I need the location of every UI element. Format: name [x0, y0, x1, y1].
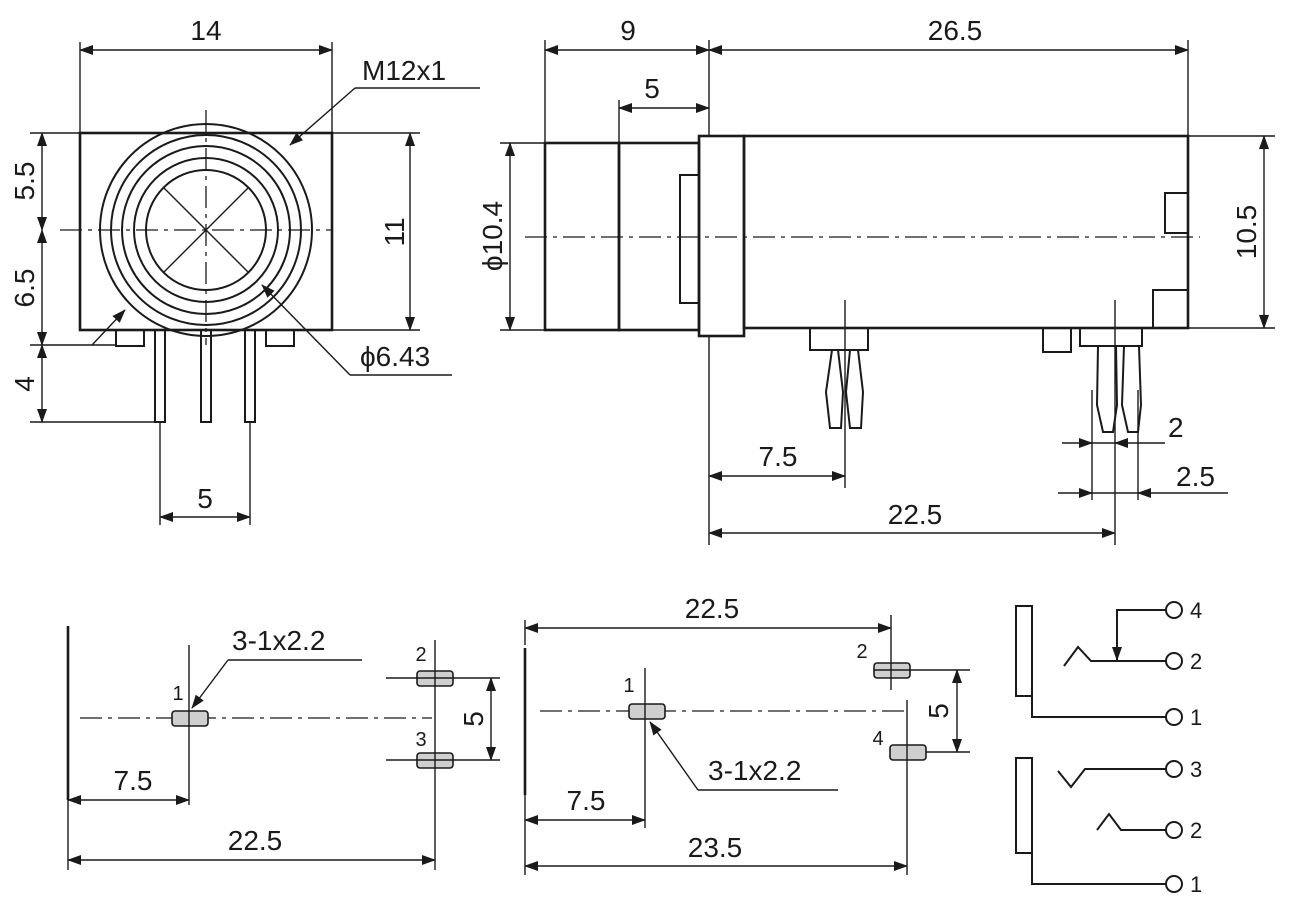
pcb-layout-a: 1 2 3 3-1x2.2 5 7.5 22.5	[66, 625, 500, 870]
front-pin-center	[200, 329, 212, 423]
layout-b-top-span-22-5: 22.5	[685, 593, 740, 624]
dim-pin-pitch-2-5: 2.5	[1176, 461, 1215, 492]
dim-rear-pin-22-5: 22.5	[888, 499, 943, 530]
upper-tip-contact	[1063, 645, 1166, 667]
upper-terminal-2-circle	[1165, 652, 1183, 670]
bore-ring	[145, 169, 267, 291]
dim-pin-length-4: 4	[9, 376, 40, 392]
side-bottom-tab	[1152, 289, 1189, 329]
thread-ring-3	[121, 145, 291, 315]
bore-leader	[261, 284, 351, 376]
dim-body-length-26-5: 26.5	[928, 15, 983, 46]
thread-label: M12x1	[362, 55, 446, 86]
upper-terminal-1-circle	[1165, 708, 1183, 726]
layout-a-hole-spec: 3-1x2.2	[232, 625, 325, 656]
side-view: 9 5 26.5 ϕ10.4 10.5 7.5 22.5 2 2.5	[477, 15, 1275, 545]
layout-b-total-23-5: 23.5	[688, 832, 743, 863]
dim-front-length-9: 9	[620, 15, 636, 46]
dim-pin-width-2: 2	[1168, 412, 1184, 443]
side-front-pin	[809, 300, 869, 488]
layout-a-total-22-5: 22.5	[228, 825, 283, 856]
dim-body-height-10-5: 10.5	[1231, 205, 1262, 260]
upper-terminal-2: 2	[1190, 649, 1202, 674]
front-pin-left	[154, 329, 166, 423]
layout-b-pad-1	[628, 703, 666, 720]
side-foot-1	[1042, 327, 1072, 353]
lower-ring-contact	[1096, 812, 1166, 831]
layout-b-offset-7-5: 7.5	[567, 785, 606, 816]
upper-terminal-4: 4	[1190, 598, 1202, 623]
schematic-lower: 3 2 1	[1015, 757, 1202, 897]
bore-diagonal-2	[163, 187, 249, 273]
upper-sleeve-symbol	[1015, 605, 1033, 697]
dim-front-pin-7-5: 7.5	[759, 441, 798, 472]
schematic-upper: 4 2 1	[1015, 598, 1202, 730]
layout-b-gap-5: 5	[923, 703, 954, 719]
thread-leader	[289, 87, 356, 146]
upper-terminal-4-circle	[1165, 601, 1183, 619]
layout-a-pin-label-2: 2	[415, 644, 426, 666]
dim-collar-5: 5	[644, 73, 660, 104]
dim-upper-5-5: 5.5	[9, 162, 40, 201]
layout-a-pad-1	[171, 710, 209, 727]
layout-a-hole-leader	[191, 659, 229, 709]
lower-terminal-3-circle	[1165, 760, 1183, 778]
layout-a-pin-label-3: 3	[415, 729, 426, 751]
layout-b-pin-label-4: 4	[872, 728, 883, 750]
thread-ring-4	[133, 157, 279, 303]
side-flange	[697, 134, 746, 338]
side-nut	[679, 174, 700, 304]
layout-b-hole-leader	[649, 721, 699, 791]
lower-terminal-1-circle	[1165, 875, 1183, 893]
front-view: 14 M12x1 5.5 6.5 4 11 ϕ6.43 5	[9, 15, 480, 525]
side-top-tab	[1164, 192, 1189, 234]
thread-outer-ring	[99, 123, 313, 337]
front-right-foot	[265, 329, 295, 347]
lower-terminal-2: 2	[1190, 818, 1202, 843]
dim-nose-diameter: ϕ10.4	[477, 201, 508, 271]
front-left-foot	[115, 329, 145, 347]
lower-terminal-2-circle	[1165, 821, 1183, 839]
pcb-layout-b: 1 2 4 22.5 5 3-1x2.2 7.5 23.5	[523, 593, 970, 875]
dim-lower-6-5: 6.5	[9, 269, 40, 308]
lower-tip-contact	[1057, 768, 1166, 789]
lower-terminal-3: 3	[1190, 757, 1202, 782]
dim-width-14: 14	[190, 15, 221, 46]
lower-terminal-1: 1	[1190, 872, 1202, 897]
upper-terminal-1: 1	[1190, 705, 1202, 730]
bore-diameter-label: ϕ6.43	[360, 341, 430, 372]
thread-ring-2	[110, 134, 302, 326]
layout-b-hole-spec: 3-1x2.2	[708, 755, 801, 786]
layout-a-gap-5: 5	[458, 711, 489, 727]
layout-b-pad-4	[889, 744, 927, 761]
dim-height-11: 11	[379, 217, 410, 246]
dim-pin-spacing-5: 5	[197, 483, 213, 514]
lower-sleeve-symbol	[1015, 757, 1033, 854]
side-rear-pins	[1079, 300, 1143, 545]
layout-a-offset-7-5: 7.5	[114, 765, 153, 796]
layout-a-pin-label-1: 1	[172, 683, 183, 705]
layout-b-pin-label-1: 1	[623, 675, 634, 697]
layout-b-pin-label-2: 2	[856, 641, 867, 663]
front-pin-right	[244, 329, 256, 423]
side-main-body	[742, 134, 1190, 330]
